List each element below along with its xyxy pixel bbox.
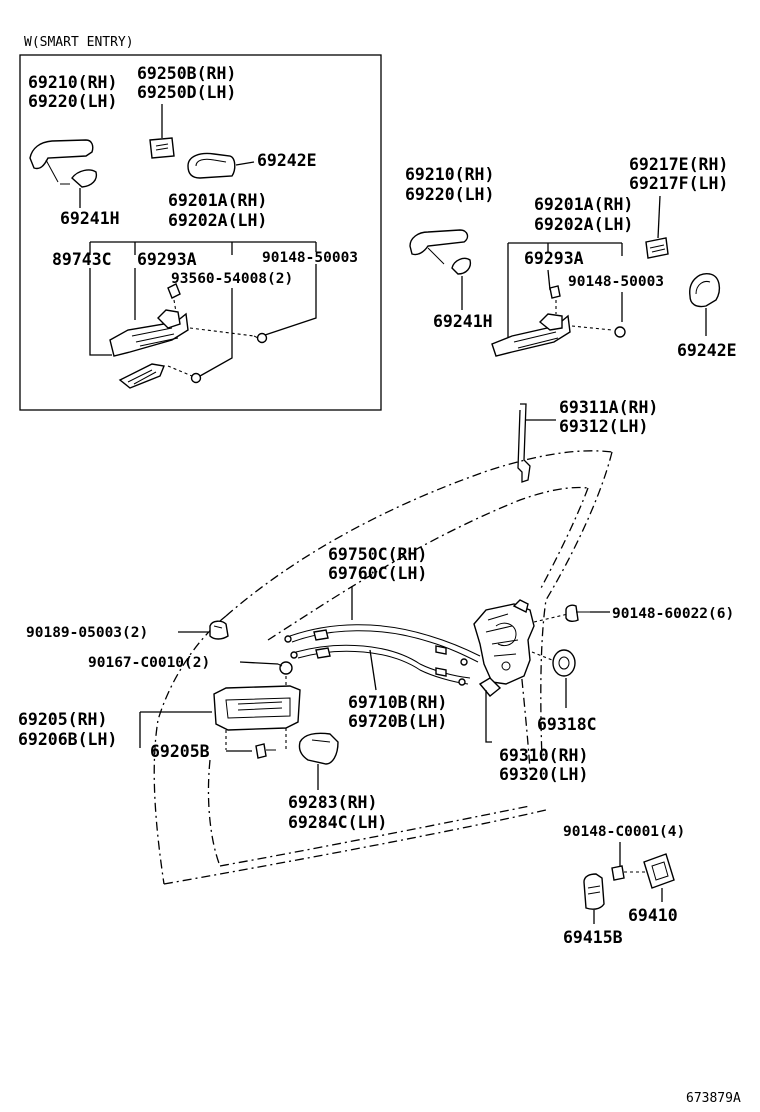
leader-inset-69242e (235, 161, 255, 166)
leader-p-90148-60022-dot (533, 613, 569, 623)
leader-inset-bracket (89, 241, 317, 255)
screw-90167-c0010 (277, 661, 293, 675)
inset-title: W(SMART ENTRY) (24, 35, 134, 50)
label-r-69241h: 69241H (433, 312, 493, 331)
label-p-90189-05003: 90189-05003(2) (26, 625, 148, 641)
right-cover-69217 (645, 237, 669, 259)
inset-frame-assembly (109, 283, 268, 389)
label-inset-69202a-lh: 69202A(LH) (168, 211, 267, 230)
leader-inset-90148 (261, 264, 317, 337)
screw-90148-60022 (565, 604, 590, 623)
cover-69283 (298, 732, 339, 765)
label-p-69311a-rh: 69311A(RH) (559, 398, 658, 417)
label-inset-90148-50003: 90148-50003 (262, 250, 358, 266)
screw-69205b (255, 743, 276, 759)
inset-cover-69250 (149, 137, 175, 159)
label-r-69210-rh: 69210(RH) (405, 165, 494, 184)
clip-90189-05003 (209, 620, 229, 640)
label-inset-69242e: 69242E (257, 151, 317, 170)
leader-p-69310 (485, 690, 492, 743)
inset-outer-handle (29, 139, 98, 188)
label-r-90148-50003: 90148-50003 (568, 274, 664, 290)
label-p-69283-rh: 69283(RH) (288, 793, 377, 812)
right-gasket-69242e (689, 273, 721, 308)
inset-gasket-69242e (187, 152, 236, 179)
label-r-69202a-lh: 69202A(LH) (534, 215, 633, 234)
leader-inset-93560 (199, 288, 233, 377)
door-lock-assembly (473, 599, 535, 697)
plate-69415b (583, 873, 605, 910)
label-r-69293a: 69293A (524, 249, 584, 268)
label-inset-69250b-rh: 69250B(RH) (137, 64, 236, 83)
label-r-69217e-rh: 69217E(RH) (629, 155, 728, 174)
label-p-69284c-lh: 69284C(LH) (288, 813, 387, 832)
label-p-69415b: 69415B (563, 928, 623, 947)
label-p-69205b: 69205B (150, 742, 210, 761)
leader-p-90167 (239, 661, 279, 665)
label-r-69220-lh: 69220(LH) (405, 185, 494, 204)
label-r-69217f-lh: 69217F(LH) (629, 174, 728, 193)
label-p-69410: 69410 (628, 906, 678, 925)
label-p-69312-lh: 69312(LH) (559, 417, 648, 436)
leader-inset-89743c (89, 268, 112, 356)
label-inset-69220-lh: 69220(LH) (28, 92, 117, 111)
label-inset-69293a: 69293A (137, 250, 197, 269)
label-r-69201a-rh: 69201A(RH) (534, 195, 633, 214)
lock-rod (517, 403, 531, 483)
label-inset-69241h: 69241H (60, 209, 120, 228)
label-p-69318c: 69318C (537, 715, 597, 734)
right-outer-handle (409, 229, 472, 275)
label-p-69760c-lh: 69760C(LH) (328, 564, 427, 583)
screw-90148-c0001 (611, 865, 646, 881)
label-p-69206b-lh: 69206B(LH) (18, 730, 117, 749)
label-inset-69201a-rh: 69201A(RH) (168, 191, 267, 210)
leader-r-69217 (657, 195, 661, 239)
label-p-69750c-rh: 69750C(RH) (328, 545, 427, 564)
footer-code: 673879A (686, 1091, 741, 1106)
label-p-69320-lh: 69320(LH) (499, 765, 588, 784)
label-inset-89743c: 89743C (52, 250, 112, 269)
label-p-69710b-rh: 69710B(RH) (348, 693, 447, 712)
label-inset-93560-54008: 93560-54008(2) (171, 271, 293, 287)
leader-p-69710b (369, 649, 377, 691)
cable-assembly (284, 624, 481, 686)
leader-r-69293a (547, 269, 551, 291)
label-r-69242e: 69242E (677, 341, 737, 360)
label-p-90167-c0010: 90167-C0010(2) (88, 655, 210, 671)
label-inset-69250d-lh: 69250D(LH) (137, 83, 236, 102)
grommet-69318c (552, 649, 576, 677)
inside-handle (213, 676, 301, 750)
label-inset-69210-rh: 69210(RH) (28, 73, 117, 92)
inset-box (19, 54, 382, 411)
label-p-90148-c0001: 90148-C0001(4) (563, 824, 685, 840)
striker-69410 (643, 853, 675, 889)
label-p-69205-rh: 69205(RH) (18, 710, 107, 729)
leader-p-69205 (139, 711, 212, 748)
label-p-69310-rh: 69310(RH) (499, 746, 588, 765)
door-outline (153, 450, 613, 885)
leader-r-bracket (507, 242, 623, 340)
label-p-90148-60022: 90148-60022(6) (612, 606, 734, 622)
right-frame-assembly (491, 285, 626, 357)
label-p-69720b-lh: 69720B(LH) (348, 712, 447, 731)
